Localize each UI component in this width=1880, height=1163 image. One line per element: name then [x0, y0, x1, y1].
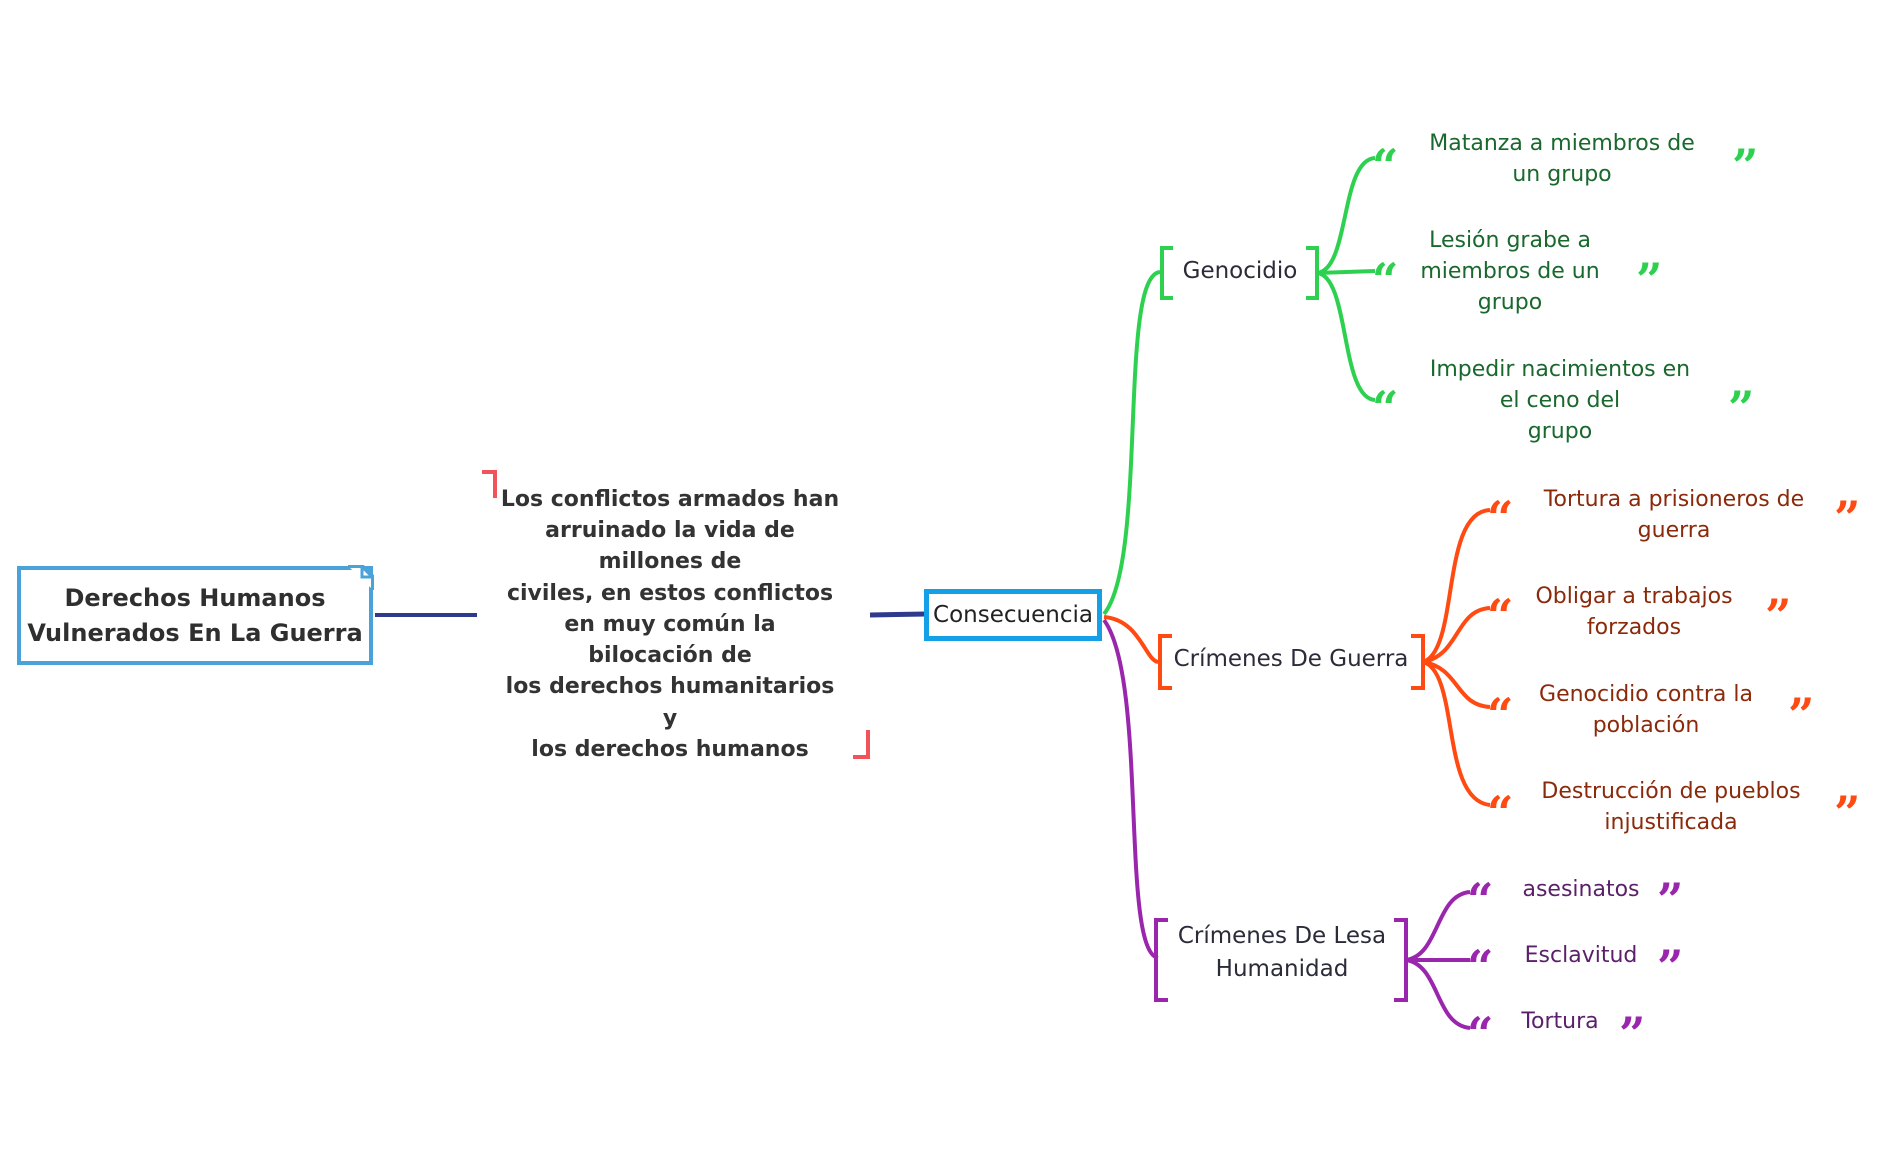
connector-genocidio — [1102, 270, 1161, 616]
leaf-genocidio-poblacion[interactable]: Genocidio contra la población — [1526, 679, 1766, 741]
quote-open-icon: “ — [1467, 940, 1493, 994]
branch-label: Crímenes De Guerra — [1173, 646, 1409, 672]
leaf-matanza[interactable]: Matanza a miembros de un grupo — [1412, 128, 1712, 190]
genocidio-leaf-connector-2 — [1316, 269, 1376, 275]
genocidio-bracket-left — [1160, 246, 1173, 300]
quote-close-icon: ” — [1834, 491, 1860, 545]
genocidio-leaf-connector-3 — [1316, 271, 1376, 402]
quote-open-icon: “ — [1487, 589, 1513, 643]
guerra-leaf-connector-4 — [1422, 660, 1491, 807]
leaf-esclavitud[interactable]: Esclavitud — [1508, 940, 1654, 971]
description-line: arruinado la vida de — [545, 518, 795, 544]
quote-open-icon: “ — [1372, 381, 1398, 435]
center-topic-label: Consecuencia — [933, 601, 1093, 628]
quote-close-icon: ” — [1636, 253, 1662, 307]
description-line: civiles, en estos conflictos — [506, 580, 834, 606]
description-bracket-close — [853, 730, 870, 759]
branch-label-line: Humanidad — [1215, 955, 1349, 982]
leaf-line: forzados — [1586, 615, 1682, 641]
leaf-line: Obligar a trabajos — [1535, 584, 1733, 609]
root-topic-line: Vulnerados En La Guerra — [27, 618, 363, 647]
branch-label: Genocidio — [1182, 258, 1298, 284]
leaf-line: grupo — [1477, 290, 1543, 316]
root-topic-label: Derechos Humanos Vulnerados En La Guerra — [27, 581, 362, 649]
leaf-trabajos-forzados[interactable]: Obligar a trabajos forzados — [1526, 581, 1742, 643]
branch-label-line: Crímenes De Lesa — [1177, 923, 1387, 949]
quote-close-icon: ” — [1728, 381, 1754, 435]
leaf-line: Tortura a prisioneros de — [1543, 487, 1805, 512]
quote-open-icon: “ — [1372, 139, 1398, 193]
description-line: los derechos humanos — [531, 736, 809, 762]
quote-close-icon: ” — [1657, 940, 1683, 994]
leaf-line: Esclavitud — [1524, 943, 1638, 968]
quote-open-icon: “ — [1487, 786, 1513, 840]
quote-close-icon: ” — [1619, 1007, 1645, 1061]
leaf-line: Tortura — [1521, 1009, 1599, 1034]
description-line: Los conflictos armados han — [500, 487, 840, 512]
leaf-line: asesinatos — [1522, 877, 1640, 902]
description-connector — [869, 611, 927, 618]
folded-corner-icon — [348, 565, 374, 590]
quote-open-icon: “ — [1487, 491, 1513, 545]
leaf-line: guerra — [1637, 518, 1711, 544]
leaf-line: miembros de un — [1420, 259, 1600, 285]
leaf-destruccion-pueblos[interactable]: Destrucción de pueblos injustificada — [1526, 776, 1816, 838]
quote-open-icon: “ — [1467, 1007, 1493, 1061]
lesa-bracket-left — [1154, 918, 1168, 1002]
root-topic[interactable]: Derechos Humanos Vulnerados En La Guerra — [17, 565, 374, 665]
center-topic[interactable]: Consecuencia — [924, 589, 1102, 641]
leaf-line: un grupo — [1512, 162, 1612, 188]
connector-crimenes-guerra — [1103, 615, 1159, 664]
leaf-line: injustificada — [1604, 810, 1738, 836]
leaf-line: el ceno del — [1499, 388, 1621, 414]
guerra-leaf-connector-3 — [1422, 660, 1491, 709]
guerra-bracket-left — [1158, 634, 1172, 690]
description-line: millones de — [598, 549, 742, 575]
leaf-line: Lesión grabe a — [1429, 228, 1591, 253]
root-topic-line: Derechos Humanos — [64, 584, 326, 613]
guerra-leaf-connector-1 — [1422, 508, 1491, 664]
leaf-line: grupo — [1527, 419, 1593, 445]
branch-genocidio[interactable]: Genocidio — [1172, 255, 1308, 288]
quote-close-icon: ” — [1765, 589, 1791, 643]
leaf-lesion[interactable]: Lesión grabe a miembros de un grupo — [1412, 225, 1608, 319]
connector-lesa-humanidad — [1102, 618, 1159, 960]
description-line: en muy común la — [564, 611, 776, 637]
lesa-leaf-connector-3 — [1405, 958, 1471, 1030]
leaf-line: Matanza a miembros de — [1429, 131, 1695, 156]
quote-close-icon: ” — [1788, 688, 1814, 742]
guerra-bracket-right — [1411, 634, 1425, 690]
leaf-asesinatos[interactable]: asesinatos — [1508, 874, 1654, 905]
guerra-leaf-connector-2 — [1422, 606, 1491, 664]
leaf-line: Impedir nacimientos en — [1429, 357, 1691, 382]
quote-open-icon: “ — [1487, 688, 1513, 742]
branch-crimenes-lesa-humanidad[interactable]: Crímenes De Lesa Humanidad — [1168, 920, 1396, 985]
leaf-impedir-nacimientos[interactable]: Impedir nacimientos en el ceno del grupo — [1412, 354, 1708, 448]
lesa-leaf-connector-1 — [1405, 890, 1471, 962]
leaf-line: población — [1592, 713, 1700, 739]
quote-open-icon: “ — [1467, 873, 1493, 927]
leaf-line: Destrucción de pueblos — [1541, 779, 1801, 804]
quote-close-icon: ” — [1657, 873, 1683, 927]
quote-close-icon: ” — [1732, 139, 1758, 193]
branch-crimenes-de-guerra[interactable]: Crímenes De Guerra — [1170, 643, 1412, 676]
description-bracket-open — [482, 470, 497, 498]
quote-close-icon: ” — [1834, 786, 1860, 840]
description-line: bilocación de — [588, 643, 752, 669]
quote-open-icon: “ — [1372, 253, 1398, 307]
genocidio-leaf-connector-1 — [1316, 156, 1376, 275]
leaf-tortura-prisioneros[interactable]: Tortura a prisioneros de guerra — [1526, 484, 1822, 546]
leaf-line: Genocidio contra la — [1539, 682, 1753, 707]
leaf-tortura[interactable]: Tortura — [1508, 1006, 1612, 1037]
description-topic[interactable]: Los conflictos armados han arruinado la … — [500, 484, 840, 765]
description-line: los derechos humanitarios y — [505, 674, 835, 731]
